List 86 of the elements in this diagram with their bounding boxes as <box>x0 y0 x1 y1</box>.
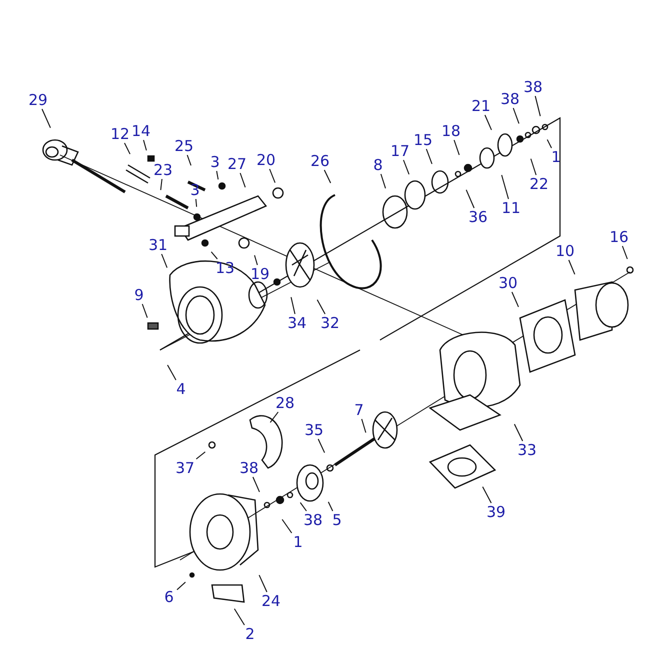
leader-line <box>160 178 162 191</box>
callout-number: 28 <box>272 394 298 412</box>
callout-number: 4 <box>173 380 189 398</box>
leader-line <box>161 254 168 268</box>
leader-line <box>210 251 218 260</box>
callout-number: 27 <box>224 155 250 173</box>
leader-line <box>402 160 410 175</box>
callout-number: 31 <box>145 236 171 254</box>
leader-line <box>186 154 192 166</box>
leader-line <box>324 170 332 184</box>
callout-number: 16 <box>606 228 632 246</box>
callout-number: 3 <box>207 153 223 171</box>
callout-number: 11 <box>498 199 524 217</box>
leader-line <box>282 518 292 534</box>
leader-line <box>252 476 260 492</box>
callout-number: 8 <box>370 156 386 174</box>
leader-line <box>568 260 576 275</box>
callout-number: 1 <box>290 533 306 551</box>
callout-number: 20 <box>253 151 279 169</box>
leader-line <box>270 412 279 423</box>
leader-line <box>484 114 492 130</box>
leader-line <box>176 582 186 590</box>
callout-number: 10 <box>552 242 578 260</box>
callout-number: 24 <box>258 592 284 610</box>
leader-line <box>622 246 628 260</box>
callout-number: 9 <box>131 286 147 304</box>
callout-number: 35 <box>301 421 327 439</box>
leader-line <box>195 198 198 208</box>
leader-line <box>143 140 147 151</box>
callout-number: 1 <box>548 148 564 166</box>
leader-line <box>514 424 524 442</box>
callout-number: 13 <box>212 259 238 277</box>
callout-number: 36 <box>465 208 491 226</box>
leader-line <box>42 108 51 128</box>
leader-line <box>300 502 307 512</box>
callout-number: 33 <box>514 441 540 459</box>
leader-line <box>142 304 148 318</box>
callout-number: 25 <box>171 137 197 155</box>
callout-number: 32 <box>317 314 343 332</box>
callout-number: 3 <box>187 181 203 199</box>
callout-number: 15 <box>410 131 436 149</box>
callout-number: 7 <box>351 401 367 419</box>
leader-line <box>240 172 246 188</box>
leader-line <box>466 189 475 208</box>
callout-number: 38 <box>520 78 546 96</box>
leader-line <box>426 148 432 164</box>
leader-line <box>454 140 460 156</box>
callout-number: 37 <box>172 459 198 477</box>
leader-line <box>501 174 509 200</box>
callout-number: 17 <box>387 142 413 160</box>
callout-number: 30 <box>495 274 521 292</box>
callout-number: 5 <box>329 511 345 529</box>
leader-line <box>380 174 386 189</box>
leader-line <box>512 108 520 124</box>
callout-number: 22 <box>526 175 552 193</box>
leader-line <box>167 364 176 380</box>
callout-number: 21 <box>468 97 494 115</box>
leader-line <box>318 438 326 454</box>
leader-line <box>196 451 206 460</box>
leader-line <box>269 168 276 184</box>
callout-number: 26 <box>307 152 333 170</box>
callout-number: 38 <box>300 511 326 529</box>
leader-line <box>546 139 552 148</box>
leader-line <box>530 158 537 176</box>
callout-number: 38 <box>497 90 523 108</box>
leader-line <box>290 296 296 314</box>
leader-line <box>534 96 541 117</box>
callout-number: 2 <box>242 625 258 643</box>
callout-number: 39 <box>483 503 509 521</box>
leader-line <box>511 292 519 308</box>
callout-number: 6 <box>161 588 177 606</box>
leader-line <box>316 299 326 314</box>
callout-number: 18 <box>438 122 464 140</box>
leader-line <box>328 501 334 512</box>
callout-number: 29 <box>25 91 51 109</box>
leader-line <box>361 418 366 434</box>
callout-number: 23 <box>150 161 176 179</box>
leader-line <box>254 254 258 266</box>
leader-line <box>482 486 492 504</box>
leader-line <box>216 170 219 180</box>
leader-line <box>258 574 268 592</box>
callout-number: 34 <box>284 314 310 332</box>
callout-number: 38 <box>236 459 262 477</box>
callout-number: 19 <box>247 265 273 283</box>
leader-line <box>124 142 131 155</box>
leader-line <box>234 608 245 626</box>
